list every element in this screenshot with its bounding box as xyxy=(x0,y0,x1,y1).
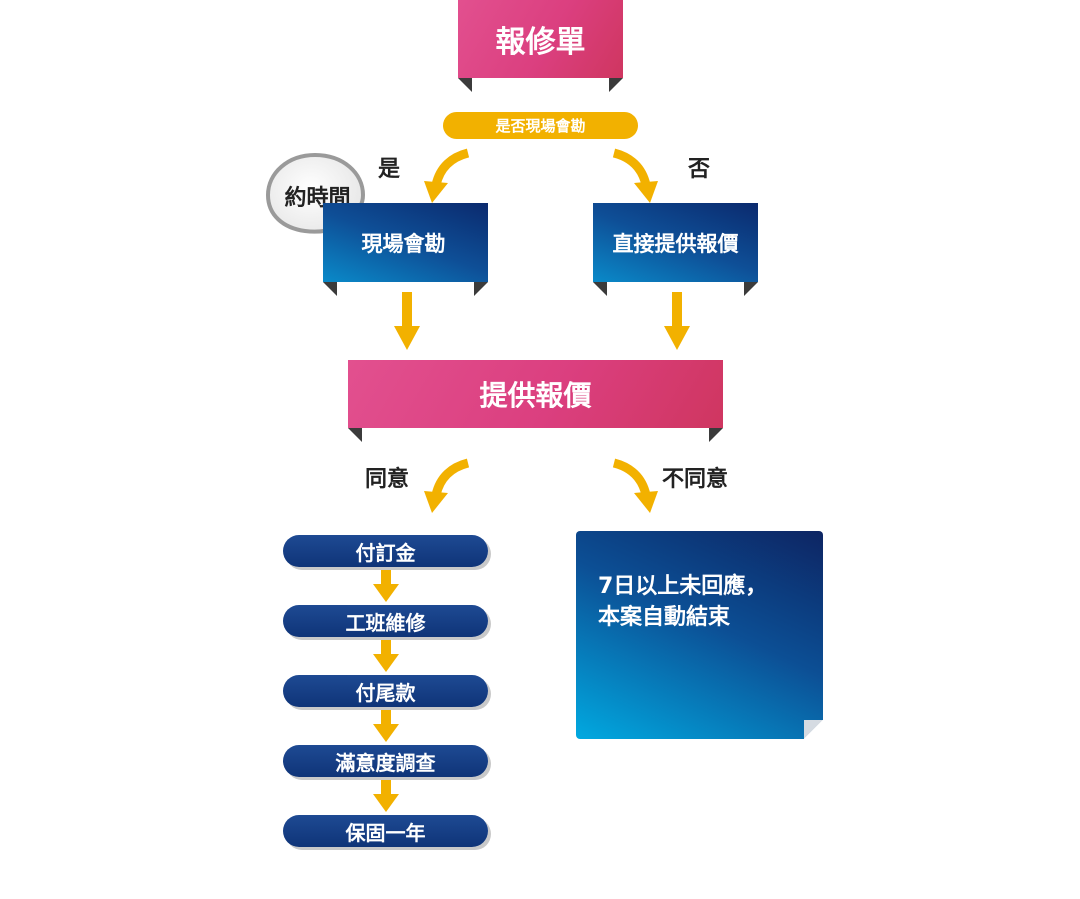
down-arrow-icon xyxy=(373,570,399,602)
down-arrow-icon xyxy=(373,710,399,742)
direct-quote-label: 直接提供報價 xyxy=(612,231,739,256)
ribbon-fold xyxy=(744,282,758,296)
disagree-label: 不同意 xyxy=(662,467,729,492)
note-line-1: 7日以上未回應， xyxy=(598,574,768,599)
curved-arrow-left-icon xyxy=(424,148,470,203)
step-label: 滿意度調查 xyxy=(335,750,436,775)
curved-arrow-right-icon xyxy=(612,148,658,203)
step-repair: 工班維修 xyxy=(283,605,488,637)
step-warranty: 保固一年 xyxy=(283,815,488,847)
no-label: 否 xyxy=(688,157,711,182)
step-label: 付訂金 xyxy=(355,540,416,565)
curved-arrow-right-icon xyxy=(612,458,658,513)
site-survey-box: 現場會勘 xyxy=(323,203,488,282)
step-final-payment: 付尾款 xyxy=(283,675,488,707)
curved-arrow-left-icon xyxy=(424,458,470,513)
yes-label: 是 xyxy=(378,157,401,182)
ribbon-fold xyxy=(474,282,488,296)
ribbon-fold xyxy=(593,282,607,296)
provide-quote-box: 提供報價 xyxy=(348,360,723,428)
direct-quote-box: 直接提供報價 xyxy=(593,203,758,282)
auto-close-note: 7日以上未回應， 本案自動結束 xyxy=(576,531,823,739)
ribbon-fold xyxy=(709,428,723,442)
ribbon-fold xyxy=(458,78,472,92)
note-line-2: 本案自動結束 xyxy=(598,605,731,630)
question-label: 是否現場會勘 xyxy=(495,117,586,135)
page-curl xyxy=(804,720,823,739)
step-label: 保固一年 xyxy=(345,820,426,845)
step-label: 付尾款 xyxy=(355,680,416,705)
ribbon-fold xyxy=(348,428,362,442)
down-arrow-icon xyxy=(394,292,420,350)
repair-request-box: 報修單 xyxy=(458,0,623,78)
step-deposit: 付訂金 xyxy=(283,535,488,567)
step-satisfaction-survey: 滿意度調查 xyxy=(283,745,488,777)
site-survey-label: 現場會勘 xyxy=(361,231,446,256)
provide-quote-label: 提供報價 xyxy=(479,379,592,412)
agree-label: 同意 xyxy=(365,467,410,492)
ribbon-fold xyxy=(609,78,623,92)
ribbon-fold xyxy=(323,282,337,296)
down-arrow-icon xyxy=(373,780,399,812)
repair-request-label: 報修單 xyxy=(495,25,586,60)
site-survey-question: 是否現場會勘 xyxy=(443,112,638,139)
step-label: 工班維修 xyxy=(345,610,426,635)
down-arrow-icon xyxy=(373,640,399,672)
down-arrow-icon xyxy=(664,292,690,350)
